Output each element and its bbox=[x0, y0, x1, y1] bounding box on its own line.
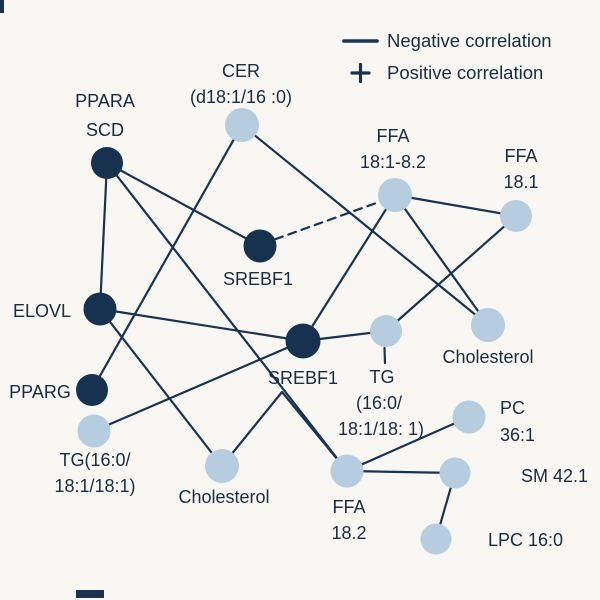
node-ffa-18-1-8-2 bbox=[378, 178, 412, 212]
edge-srebf1-upper--ffa-18-1-8-2 bbox=[260, 195, 395, 246]
node-label-pc-36-1: PC bbox=[500, 398, 525, 418]
edge-ffa-18-2--sm-42-1 bbox=[345, 469, 457, 475]
node-ffa-18-2 bbox=[330, 454, 364, 488]
node-label-ffa-18-2: 18.2 bbox=[331, 523, 366, 543]
node-label-ffa-18-1: 18.1 bbox=[503, 172, 538, 192]
node-srebf1-upper bbox=[243, 229, 277, 263]
node-lpc-16-0 bbox=[420, 523, 452, 555]
node-label-cholesterol-right: Cholesterol bbox=[442, 347, 533, 367]
edge-ppara-scd--elovl bbox=[98, 161, 109, 311]
node-ffa-18-1 bbox=[500, 200, 532, 232]
edge-srebf1-lower--tg-left bbox=[92, 339, 305, 433]
legend-item-label: Negative correlation bbox=[387, 30, 552, 51]
image-artifact bbox=[76, 590, 104, 598]
node-label-pc-36-1: 36:1 bbox=[500, 425, 535, 445]
edge-ppara-scd--ffa-18-2 bbox=[105, 161, 349, 473]
node-label-pparg: PPARG bbox=[9, 382, 71, 402]
artifacts-layer bbox=[0, 0, 104, 598]
node-label-ffa-18-1-8-2: 18:1-8.2 bbox=[360, 152, 426, 172]
node-label-tg-right: TG bbox=[370, 367, 395, 387]
node-label-tg-left: 18:1/18:1) bbox=[54, 476, 135, 496]
node-label-ffa-18-1: FFA bbox=[504, 146, 537, 166]
node-tg-right bbox=[370, 315, 402, 347]
edge-tg-right--stub bbox=[383, 346, 387, 365]
node-elovl bbox=[83, 292, 117, 326]
edge-ffa-18-1-8-2--ffa-18-1 bbox=[393, 193, 518, 218]
node-label-cer-d18-1-16-0: (d18:1/16 :0) bbox=[190, 87, 292, 107]
node-label-srebf1-upper: SREBF1 bbox=[223, 269, 293, 289]
node-label-ppara-scd: PPARA bbox=[75, 91, 135, 111]
edge-ffa-18-1--tg-right bbox=[384, 214, 518, 333]
labels-layer: PPARASCDSREBF1ELOVLPPARGSREBF1CER(d18:1/… bbox=[9, 61, 588, 550]
node-label-ffa-18-1-8-2: FFA bbox=[376, 126, 409, 146]
node-label-tg-right: (16:0/ bbox=[356, 393, 402, 413]
node-pc-36-1 bbox=[452, 400, 486, 434]
node-pparg bbox=[76, 374, 108, 406]
node-label-tg-left: TG(16:0/ bbox=[59, 450, 130, 470]
node-cholesterol-right bbox=[471, 308, 505, 342]
edge-srebf1-lower-junction--ffa-18-2 bbox=[280, 390, 349, 473]
edge-srebf1-lower--ffa-18-1-8-2 bbox=[301, 193, 397, 343]
edge-ffa-18-1-8-2--cholesterol-right bbox=[393, 193, 490, 327]
node-label-sm-42-1: SM 42.1 bbox=[521, 466, 588, 486]
edge-ffa-18-2--pc-36-1 bbox=[345, 415, 471, 473]
node-label-cholesterol-bottom: Cholesterol bbox=[178, 487, 269, 507]
edge-ppara-scd--srebf1-upper bbox=[105, 161, 262, 248]
edge-elovl--cholesterol-bottom bbox=[98, 307, 224, 468]
node-tg-left bbox=[77, 414, 111, 448]
node-label-tg-right: 18:1/18: 1) bbox=[338, 419, 424, 439]
node-label-cer-d18-1-16-0: CER bbox=[222, 61, 260, 81]
node-ppara-scd bbox=[91, 147, 123, 179]
edge-elovl--srebf1-lower bbox=[98, 307, 305, 343]
edge-cer-d18-1-16-0--pparg bbox=[90, 123, 244, 392]
node-label-elovl: ELOVL bbox=[13, 301, 71, 321]
node-sm-42-1 bbox=[439, 457, 471, 489]
node-label-ppara-scd: SCD bbox=[86, 120, 124, 140]
legend-item-label: Positive correlation bbox=[387, 62, 543, 83]
nodes-layer bbox=[76, 108, 532, 555]
node-cholesterol-bottom bbox=[205, 449, 239, 483]
node-srebf1-lower bbox=[285, 323, 321, 359]
node-label-srebf1-lower: SREBF1 bbox=[268, 368, 338, 388]
node-label-lpc-16-0: LPC 16:0 bbox=[488, 530, 563, 550]
edge-cer-d18-1-16-0--cholesterol-right bbox=[240, 123, 490, 327]
image-artifact bbox=[0, 0, 4, 13]
node-label-ffa-18-2: FFA bbox=[332, 497, 365, 517]
node-cer-d18-1-16-0 bbox=[225, 108, 259, 142]
